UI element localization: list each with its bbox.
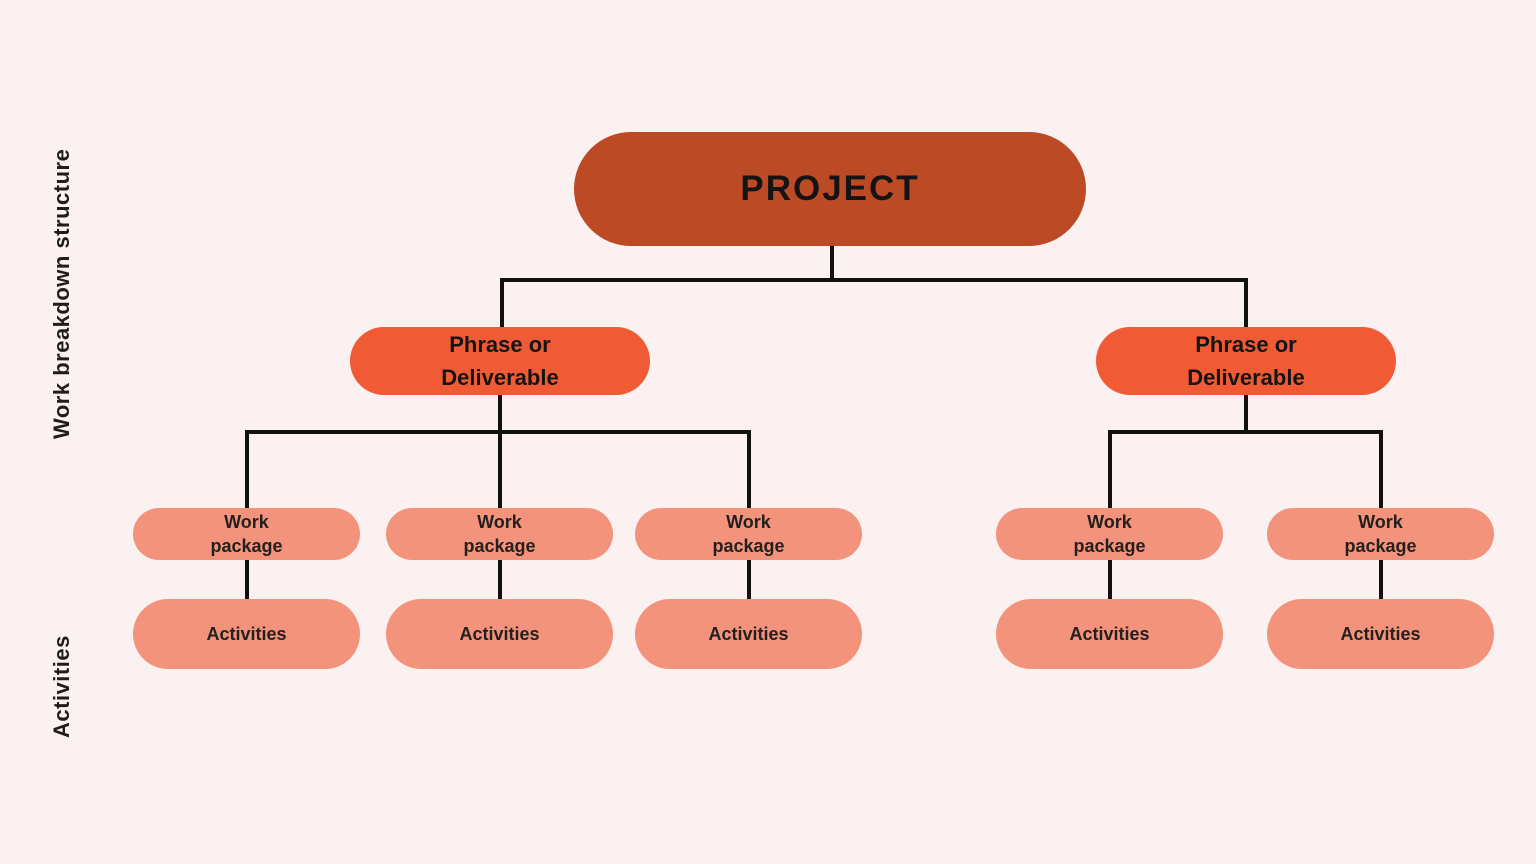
connector-left-group-horizontal (245, 430, 751, 434)
connector-branch-right-stem (1244, 395, 1248, 434)
node-activities-3: Activities (635, 599, 862, 669)
connector-root-stem (830, 246, 834, 282)
side-label-work-breakdown-structure: Work breakdown structure (49, 148, 74, 440)
connector-top-horizontal (500, 278, 1248, 282)
node-work-package-5: Work package (1267, 508, 1494, 560)
node-activities-2: Activities (386, 599, 613, 669)
side-label-activities: Activities (49, 635, 74, 739)
connector-right-group-horizontal (1108, 430, 1383, 434)
node-activities-5: Activities (1267, 599, 1494, 669)
node-work-package-4: Work package (996, 508, 1223, 560)
node-work-package-2: Work package (386, 508, 613, 560)
node-activities-4: Activities (996, 599, 1223, 669)
node-work-package-1: Work package (133, 508, 360, 560)
node-phrase-or-deliverable-right: Phrase or Deliverable (1096, 327, 1396, 395)
connector-branch-left-drop (500, 278, 504, 327)
connector-branch-right-drop (1244, 278, 1248, 327)
node-phrase-or-deliverable-left: Phrase or Deliverable (350, 327, 650, 395)
node-work-package-3: Work package (635, 508, 862, 560)
connector-branch-left-stem (498, 395, 502, 601)
node-project: PROJECT (574, 132, 1086, 246)
node-activities-1: Activities (133, 599, 360, 669)
